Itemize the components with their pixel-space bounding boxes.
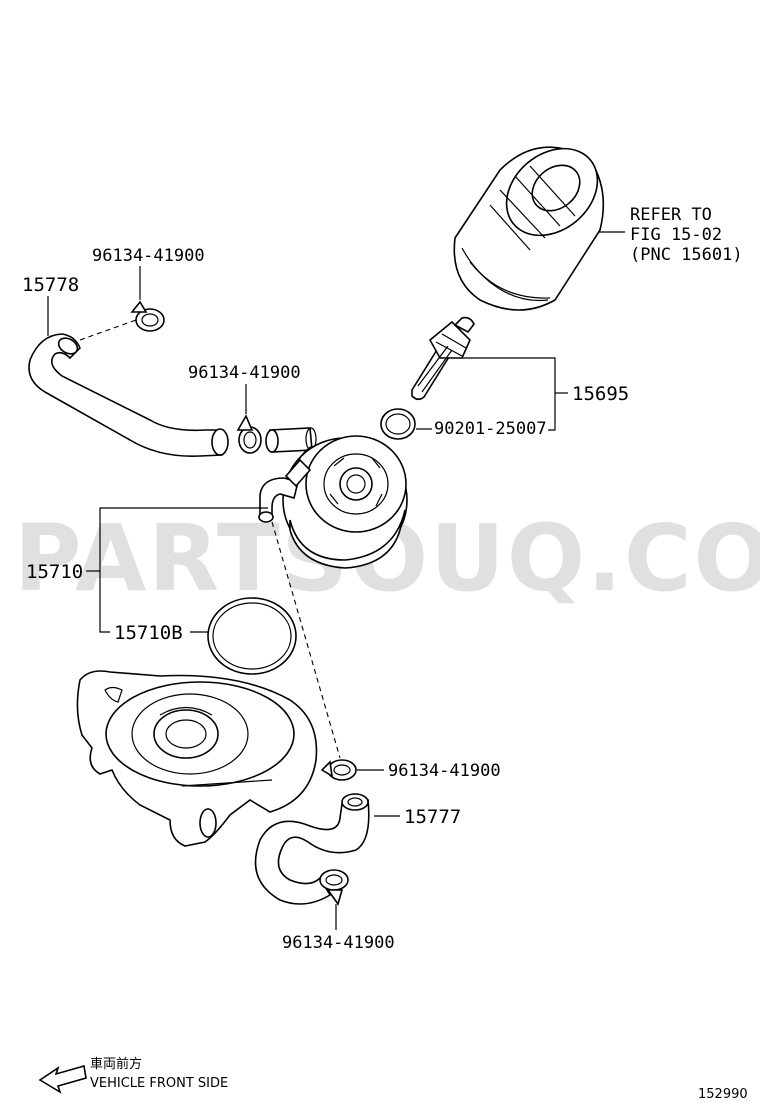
upper-hose[interactable] xyxy=(28,333,229,457)
refer-line-2: FIG 15-02 xyxy=(630,225,722,245)
hose-clamp[interactable] xyxy=(319,869,349,906)
cooler-gasket-ring[interactable] xyxy=(207,597,297,675)
oil-filter[interactable] xyxy=(453,131,614,311)
hose-clamp[interactable] xyxy=(320,759,357,781)
label-15710B: 15710B xyxy=(114,622,183,644)
cooler-housing[interactable] xyxy=(76,670,318,847)
hose-clamp[interactable] xyxy=(130,300,165,332)
figure-number: 152990 xyxy=(698,1087,748,1102)
arrow-left-icon xyxy=(38,1064,87,1094)
label-15695: 15695 xyxy=(572,383,629,405)
label-clamp-upper-left: 96134-41900 xyxy=(92,246,205,266)
label-15710: 15710 xyxy=(26,561,83,583)
refer-line-1: REFER TO xyxy=(630,205,712,225)
lower-hose[interactable] xyxy=(254,793,370,905)
direction-jp: 車両前方 xyxy=(90,1056,142,1072)
label-90201-25007: 90201-25007 xyxy=(434,419,547,439)
cooler-bracket xyxy=(99,507,268,633)
gasket-ring[interactable] xyxy=(380,408,416,440)
hose-clamp[interactable] xyxy=(236,414,262,454)
label-clamp-lower-bottom: 96134-41900 xyxy=(282,933,395,953)
union-bolt-bracket xyxy=(462,357,556,431)
union-bolt[interactable] xyxy=(411,316,475,401)
cooler-dash-guide xyxy=(271,521,341,759)
label-15778: 15778 xyxy=(22,274,79,296)
upper-hose-dash xyxy=(79,319,137,341)
direction-en: VEHICLE FRONT SIDE xyxy=(90,1076,228,1091)
refer-line-3: (PNC 15601) xyxy=(630,245,743,265)
label-clamp-upper-mid: 96134-41900 xyxy=(188,363,301,383)
oil-cooler[interactable] xyxy=(258,435,408,569)
label-15777: 15777 xyxy=(404,806,461,828)
short-pipe[interactable] xyxy=(265,427,317,453)
label-clamp-lower-right: 96134-41900 xyxy=(388,761,501,781)
